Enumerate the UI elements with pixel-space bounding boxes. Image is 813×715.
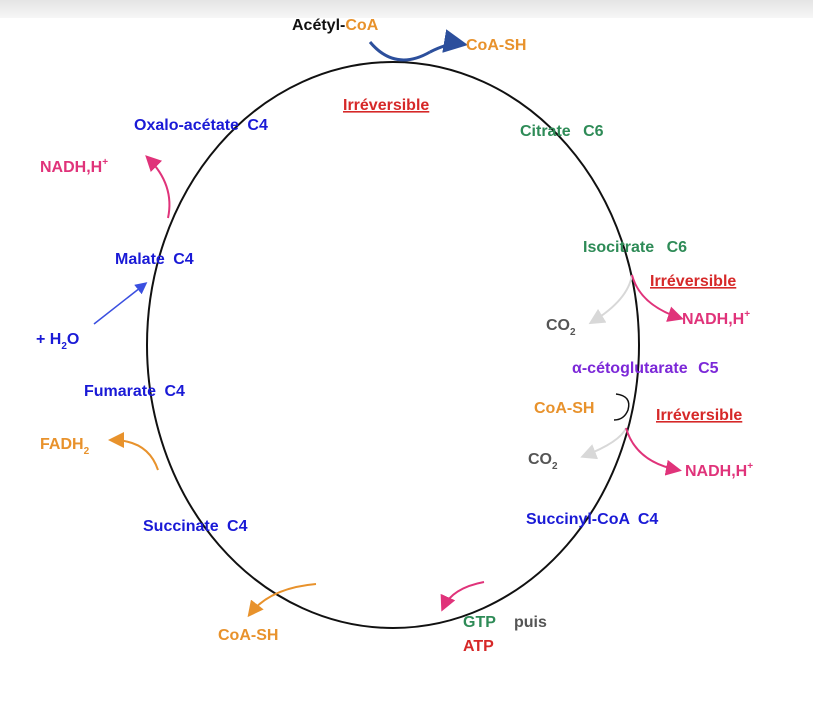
label-co2-1: CO2 [546, 317, 576, 338]
label-coash-bottom: CoA-SH [218, 627, 278, 644]
label-malate: Malate C4 [115, 251, 194, 268]
label-succinate: Succinate C4 [143, 518, 248, 535]
coash-bottom-arrow-icon [247, 583, 317, 618]
h2o-arrow-icon [93, 282, 148, 325]
bottom-area [0, 664, 813, 715]
label-citrate: Citrate C6 [520, 123, 604, 140]
label-acetyl-coa: Acétyl-CoA [292, 17, 379, 34]
label-isocitrate: Isocitrate C6 [583, 239, 687, 256]
label-nadh-2: NADH,H+ [682, 309, 750, 328]
label-fumarate: Fumarate C4 [84, 383, 185, 400]
cycle-ring [146, 61, 640, 629]
label-fadh2: FADH2 [40, 436, 90, 457]
nadh-3-arrow-icon [625, 427, 682, 476]
label-succinyl-coa: Succinyl-CoA C4 [526, 511, 658, 528]
nadh-2-arrow-icon [631, 274, 684, 322]
label-oxalo-acetate: Oxalo-acétate C4 [134, 117, 268, 134]
label-puis: puis [514, 614, 547, 631]
fadh2-arrow-icon [108, 432, 159, 471]
gtp-arrow-icon [440, 581, 485, 612]
label-irreversible-1: Irréversible [343, 97, 429, 114]
label-nadh-3: NADH,H+ [685, 461, 753, 480]
label-co2-2: CO2 [528, 451, 558, 472]
label-atp: ATP [463, 638, 494, 655]
label-nadh-1: NADH,H+ [40, 157, 108, 176]
label-coash-top: CoA-SH [466, 37, 526, 54]
coash-mid-hook-icon [613, 393, 630, 421]
top-bar [0, 0, 813, 18]
nadh-1-arrow-icon [145, 155, 171, 219]
label-irreversible-3: Irréversible [656, 407, 742, 424]
co2-2-arrow-icon [580, 427, 627, 460]
label-h2o: + H2O [36, 331, 79, 352]
label-alpha-cetoglutarate: α-cétoglutarate C5 [572, 360, 719, 377]
label-irreversible-2: Irréversible [650, 273, 736, 290]
label-coash-mid: CoA-SH [534, 400, 594, 417]
co2-1-arrow-icon [588, 274, 633, 325]
entry-curved-arrow-icon [368, 41, 431, 62]
coash-release-arrow-icon [429, 29, 468, 54]
label-gtp: GTP [463, 614, 496, 631]
